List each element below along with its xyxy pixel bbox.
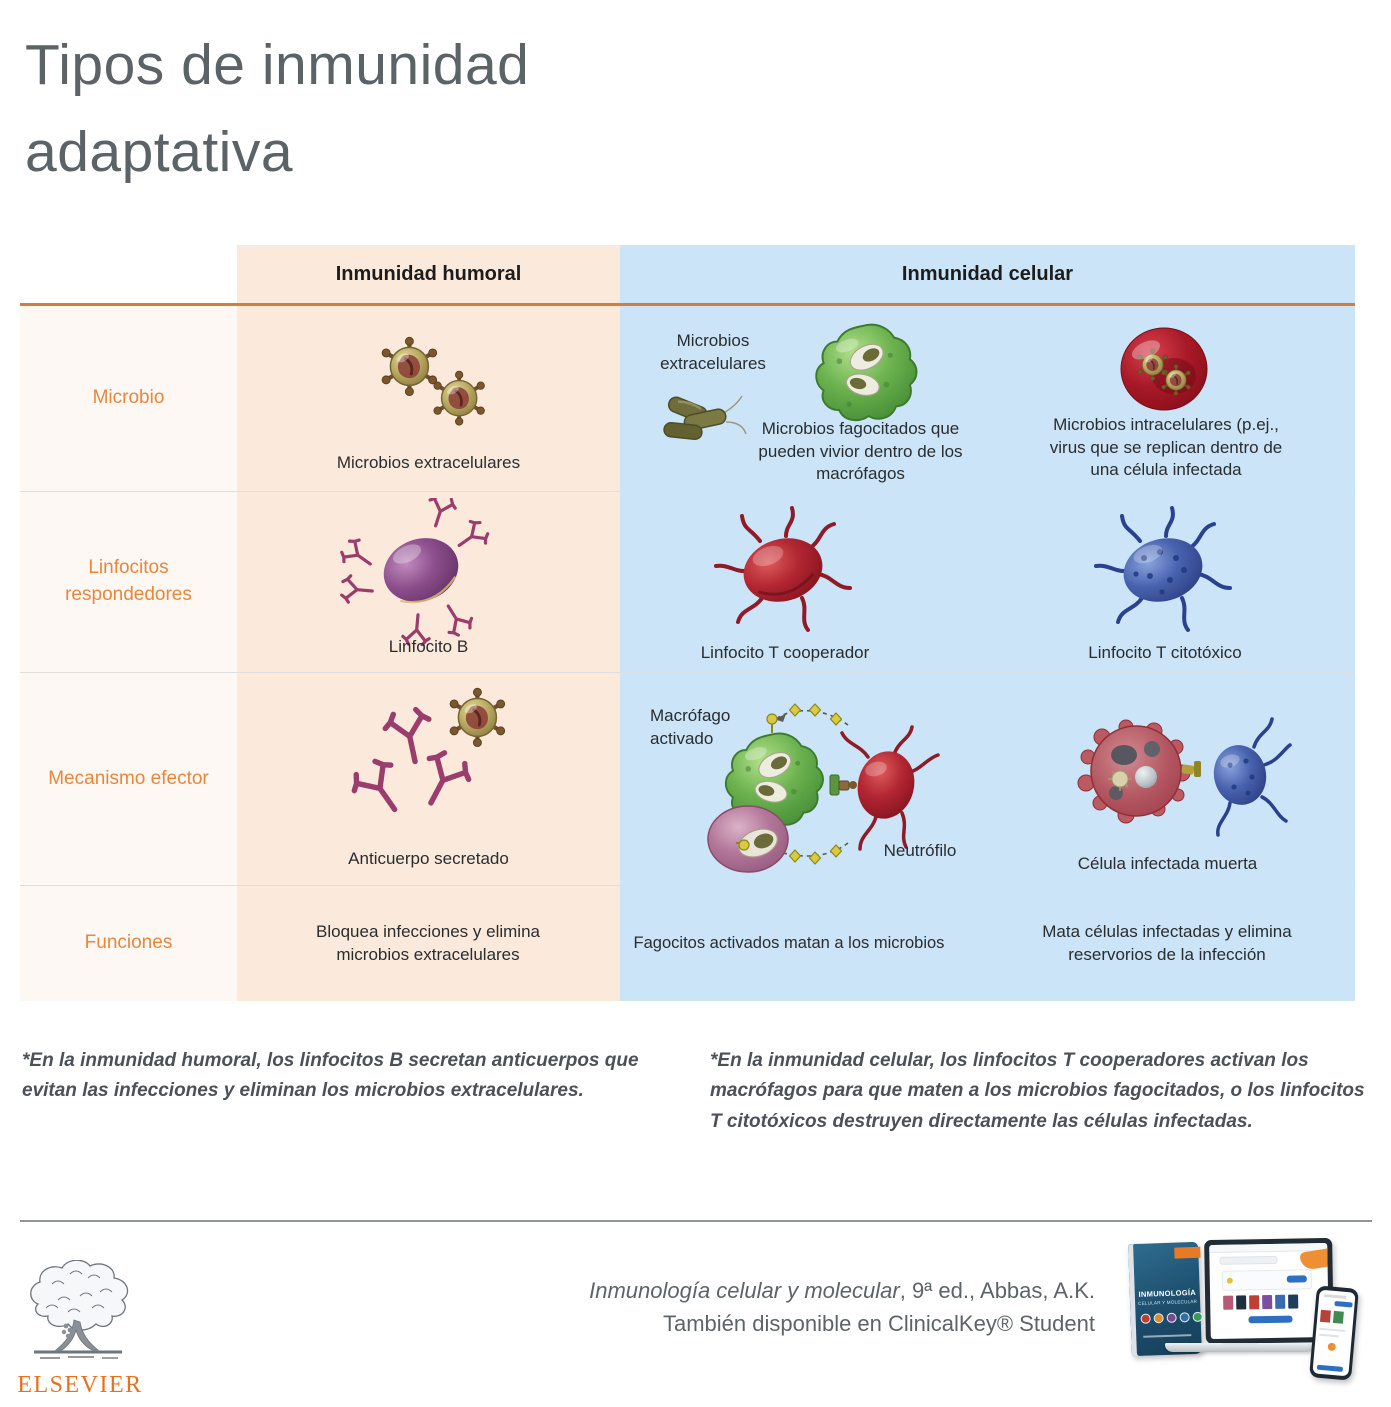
bacteria-icon — [662, 393, 748, 442]
microbio-celular-cell: Microbios extracelulares Microbios fagoc… — [620, 306, 1355, 491]
book-cover-tag — [1174, 1246, 1201, 1259]
footnote-celular: *En la inmunidad celular, los linfocitos… — [710, 1050, 1365, 1132]
mecanismo-celular-cell: Macrófago activado — [620, 673, 1355, 885]
table-row-mecanismo: Mecanismo efector Anticuerpo secretado M… — [20, 673, 1355, 886]
linfocito-b-caption: Linfocito B — [388, 637, 469, 657]
humoral-header: Inmunidad humoral — [237, 245, 620, 303]
header-spacer — [20, 245, 237, 303]
linfocito-t-citotoxico-caption: Linfocito T citotóxico — [1088, 643, 1242, 662]
book-laptop-phone-illustration: INMUNOLOGÍA CELULAR Y MOLECULAR — [1102, 1235, 1390, 1400]
dead-infected-cell-scene — [1077, 717, 1292, 837]
activated-macrophage-scene — [707, 703, 940, 873]
book-cover-rule — [1143, 1334, 1192, 1338]
cytotoxic-t-cell-icon — [1094, 506, 1232, 632]
page-title: Tipos de inmunidad adaptativa — [25, 22, 529, 195]
helper-t-cell-icon — [714, 506, 852, 632]
funcion-humoral-caption: Bloquea infecciones y elimina microbios … — [316, 921, 540, 964]
book-cover-subtitle: CELULAR Y MOLECULAR — [1138, 1298, 1198, 1306]
anticuerpo-secretado-caption: Anticuerpo secretado — [348, 849, 509, 869]
antibody-icon — [329, 685, 524, 850]
row-label-cell: Mecanismo efector — [20, 673, 237, 885]
citation-book-title: Inmunología celular y molecular — [589, 1278, 900, 1303]
laptop-base — [1165, 1343, 1315, 1352]
elsevier-tree-icon — [30, 1260, 129, 1359]
book-citation: Inmunología celular y molecular, 9ª ed.,… — [440, 1274, 1095, 1340]
linfocitos-humoral-cell: Linfocito B — [237, 492, 620, 672]
immunity-table: Inmunidad humoral Inmunidad celular Micr… — [20, 245, 1355, 1001]
elsevier-logo-text: ELSEVIER — [17, 1372, 143, 1398]
macrofago-activado-label: Macrófago activado — [650, 706, 731, 748]
funciones-humoral-cell: Bloquea infecciones y elimina microbios … — [237, 886, 620, 1001]
table-header-row: Inmunidad humoral Inmunidad celular — [20, 245, 1355, 306]
row-label-cell: Microbio — [20, 306, 237, 491]
infected-cell-icon — [1120, 327, 1208, 411]
page-title-line2: adaptativa — [25, 119, 294, 184]
microbios-extracelulares-caption: Microbios extracelulares — [336, 453, 521, 473]
celular-header: Inmunidad celular — [620, 245, 1355, 303]
citation-edition: , 9ª ed., Abbas, A.K. — [899, 1278, 1095, 1303]
citation-line2: También disponible en ClinicalKey® Stude… — [662, 1311, 1095, 1336]
microbios-extracelulares-label: Microbios extracelulares — [660, 331, 766, 373]
laptop-button — [1248, 1315, 1293, 1324]
b-lymphocyte-icon — [339, 498, 493, 646]
row-label-cell: Linfocitos respondedores — [20, 492, 237, 672]
row-label-mecanismo: Mecanismo efector — [48, 767, 209, 789]
celula-infectada-muerta-caption: Célula infectada muerta — [1077, 854, 1258, 873]
table-row-linfocitos: Linfocitos respondedores Linfocito B — [20, 492, 1355, 673]
book-cover-icons — [1140, 1311, 1203, 1324]
laptop-info-card — [1221, 1269, 1312, 1291]
book-cover: INMUNOLOGÍA CELULAR Y MOLECULAR — [1128, 1241, 1203, 1357]
row-label-microbio: Microbio — [92, 387, 165, 409]
footnote-humoral: *En la inmunidad humoral, los linfocitos… — [22, 1050, 639, 1102]
footer-divider — [20, 1220, 1372, 1222]
humoral-header-label: Inmunidad humoral — [335, 262, 522, 285]
row-label-linfocitos: Linfocitos respondedores — [65, 557, 192, 605]
phone-mockup — [1309, 1285, 1359, 1381]
celular-header-label: Inmunidad celular — [901, 262, 1074, 285]
row-label-funciones: Funciones — [84, 932, 173, 954]
phone-screen-content — [1312, 1289, 1356, 1377]
table-row-funciones: Funciones Bloquea infecciones y elimina … — [20, 886, 1355, 1001]
linfocito-t-cooperador-caption: Linfocito T cooperador — [700, 643, 870, 662]
funcion-mata-caption: Mata células infectadas y elimina reserv… — [1042, 921, 1292, 964]
microbios-intracelulares-caption: Microbios intracelulares (p.ej., virus q… — [1049, 415, 1283, 480]
linfocitos-celular-cell: Linfocito T cooperador — [620, 492, 1355, 672]
laptop-book-thumbnails — [1223, 1294, 1299, 1310]
neutrofilo-label: Neutrófilo — [883, 841, 957, 860]
microbios-fagocitados-caption: Microbios fagocitados que pueden vivior … — [758, 419, 963, 484]
spiky-microbe-icon — [349, 332, 487, 428]
citation-line1: Inmunología celular y molecular, 9ª ed.,… — [440, 1274, 1095, 1307]
funcion-fagocitos-caption: Fagocitos activados matan a los microbio… — [633, 933, 945, 952]
mecanismo-humoral-cell: Anticuerpo secretado — [237, 673, 620, 885]
page-title-line1: Tipos de inmunidad — [25, 33, 530, 97]
book-cover-title: INMUNOLOGÍA — [1138, 1287, 1197, 1299]
macrophage-icon — [815, 323, 918, 422]
microbio-humoral-cell: Microbios extracelulares — [237, 306, 620, 491]
table-row-microbio: Microbio Microbios extracelulares Microb… — [20, 306, 1355, 492]
laptop-screen-content — [1209, 1242, 1329, 1340]
laptop-orange-banner — [1299, 1247, 1329, 1271]
funciones-celular-cell: Fagocitos activados matan a los microbio… — [620, 886, 1355, 1001]
laptop-search-bar — [1219, 1255, 1278, 1265]
row-label-cell: Funciones — [20, 886, 237, 1001]
